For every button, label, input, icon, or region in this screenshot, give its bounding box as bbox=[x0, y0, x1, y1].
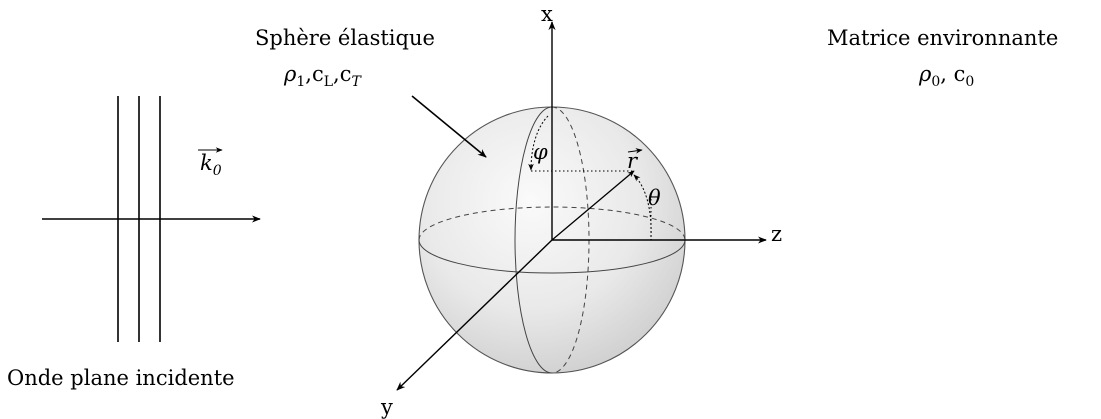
sphere-pointer-arrow bbox=[411, 95, 487, 158]
r-vector-label: r bbox=[627, 149, 639, 173]
phi-arc bbox=[528, 115, 549, 171]
incident-wave-label: Onde plane incidente bbox=[7, 366, 235, 390]
position-vector-group: r φ θ bbox=[528, 115, 661, 241]
equator-front bbox=[418, 239, 686, 274]
matrix-title: Matrice environnante bbox=[827, 26, 1058, 50]
phi-angle-label: φ bbox=[533, 140, 548, 164]
y-axis-label: y bbox=[380, 395, 393, 419]
r-vector-arrow-icon bbox=[627, 148, 643, 154]
theta-angle-label: θ bbox=[648, 186, 661, 210]
matrix-annotation: Matrice environnante ρ0, c0 bbox=[827, 26, 1058, 90]
theta-arc bbox=[633, 174, 652, 238]
r-vector bbox=[551, 170, 635, 241]
sphere-annotation: Sphère élastique ρ1,cL,cT bbox=[255, 26, 487, 158]
axes-group: x z y bbox=[380, 2, 782, 419]
z-axis-label: z bbox=[771, 222, 782, 246]
k-vector-label: k0 bbox=[200, 151, 222, 179]
meridian-front bbox=[514, 106, 553, 374]
equator-back bbox=[418, 206, 686, 241]
x-axis-label: x bbox=[541, 2, 553, 26]
sphere-title: Sphère élastique bbox=[255, 26, 435, 50]
incident-wave-group: k0 Onde plane incidente bbox=[7, 96, 261, 390]
sphere-properties: ρ1,cL,cT bbox=[283, 62, 362, 90]
y-axis bbox=[396, 239, 553, 391]
matrix-properties: ρ0, c0 bbox=[918, 62, 974, 90]
